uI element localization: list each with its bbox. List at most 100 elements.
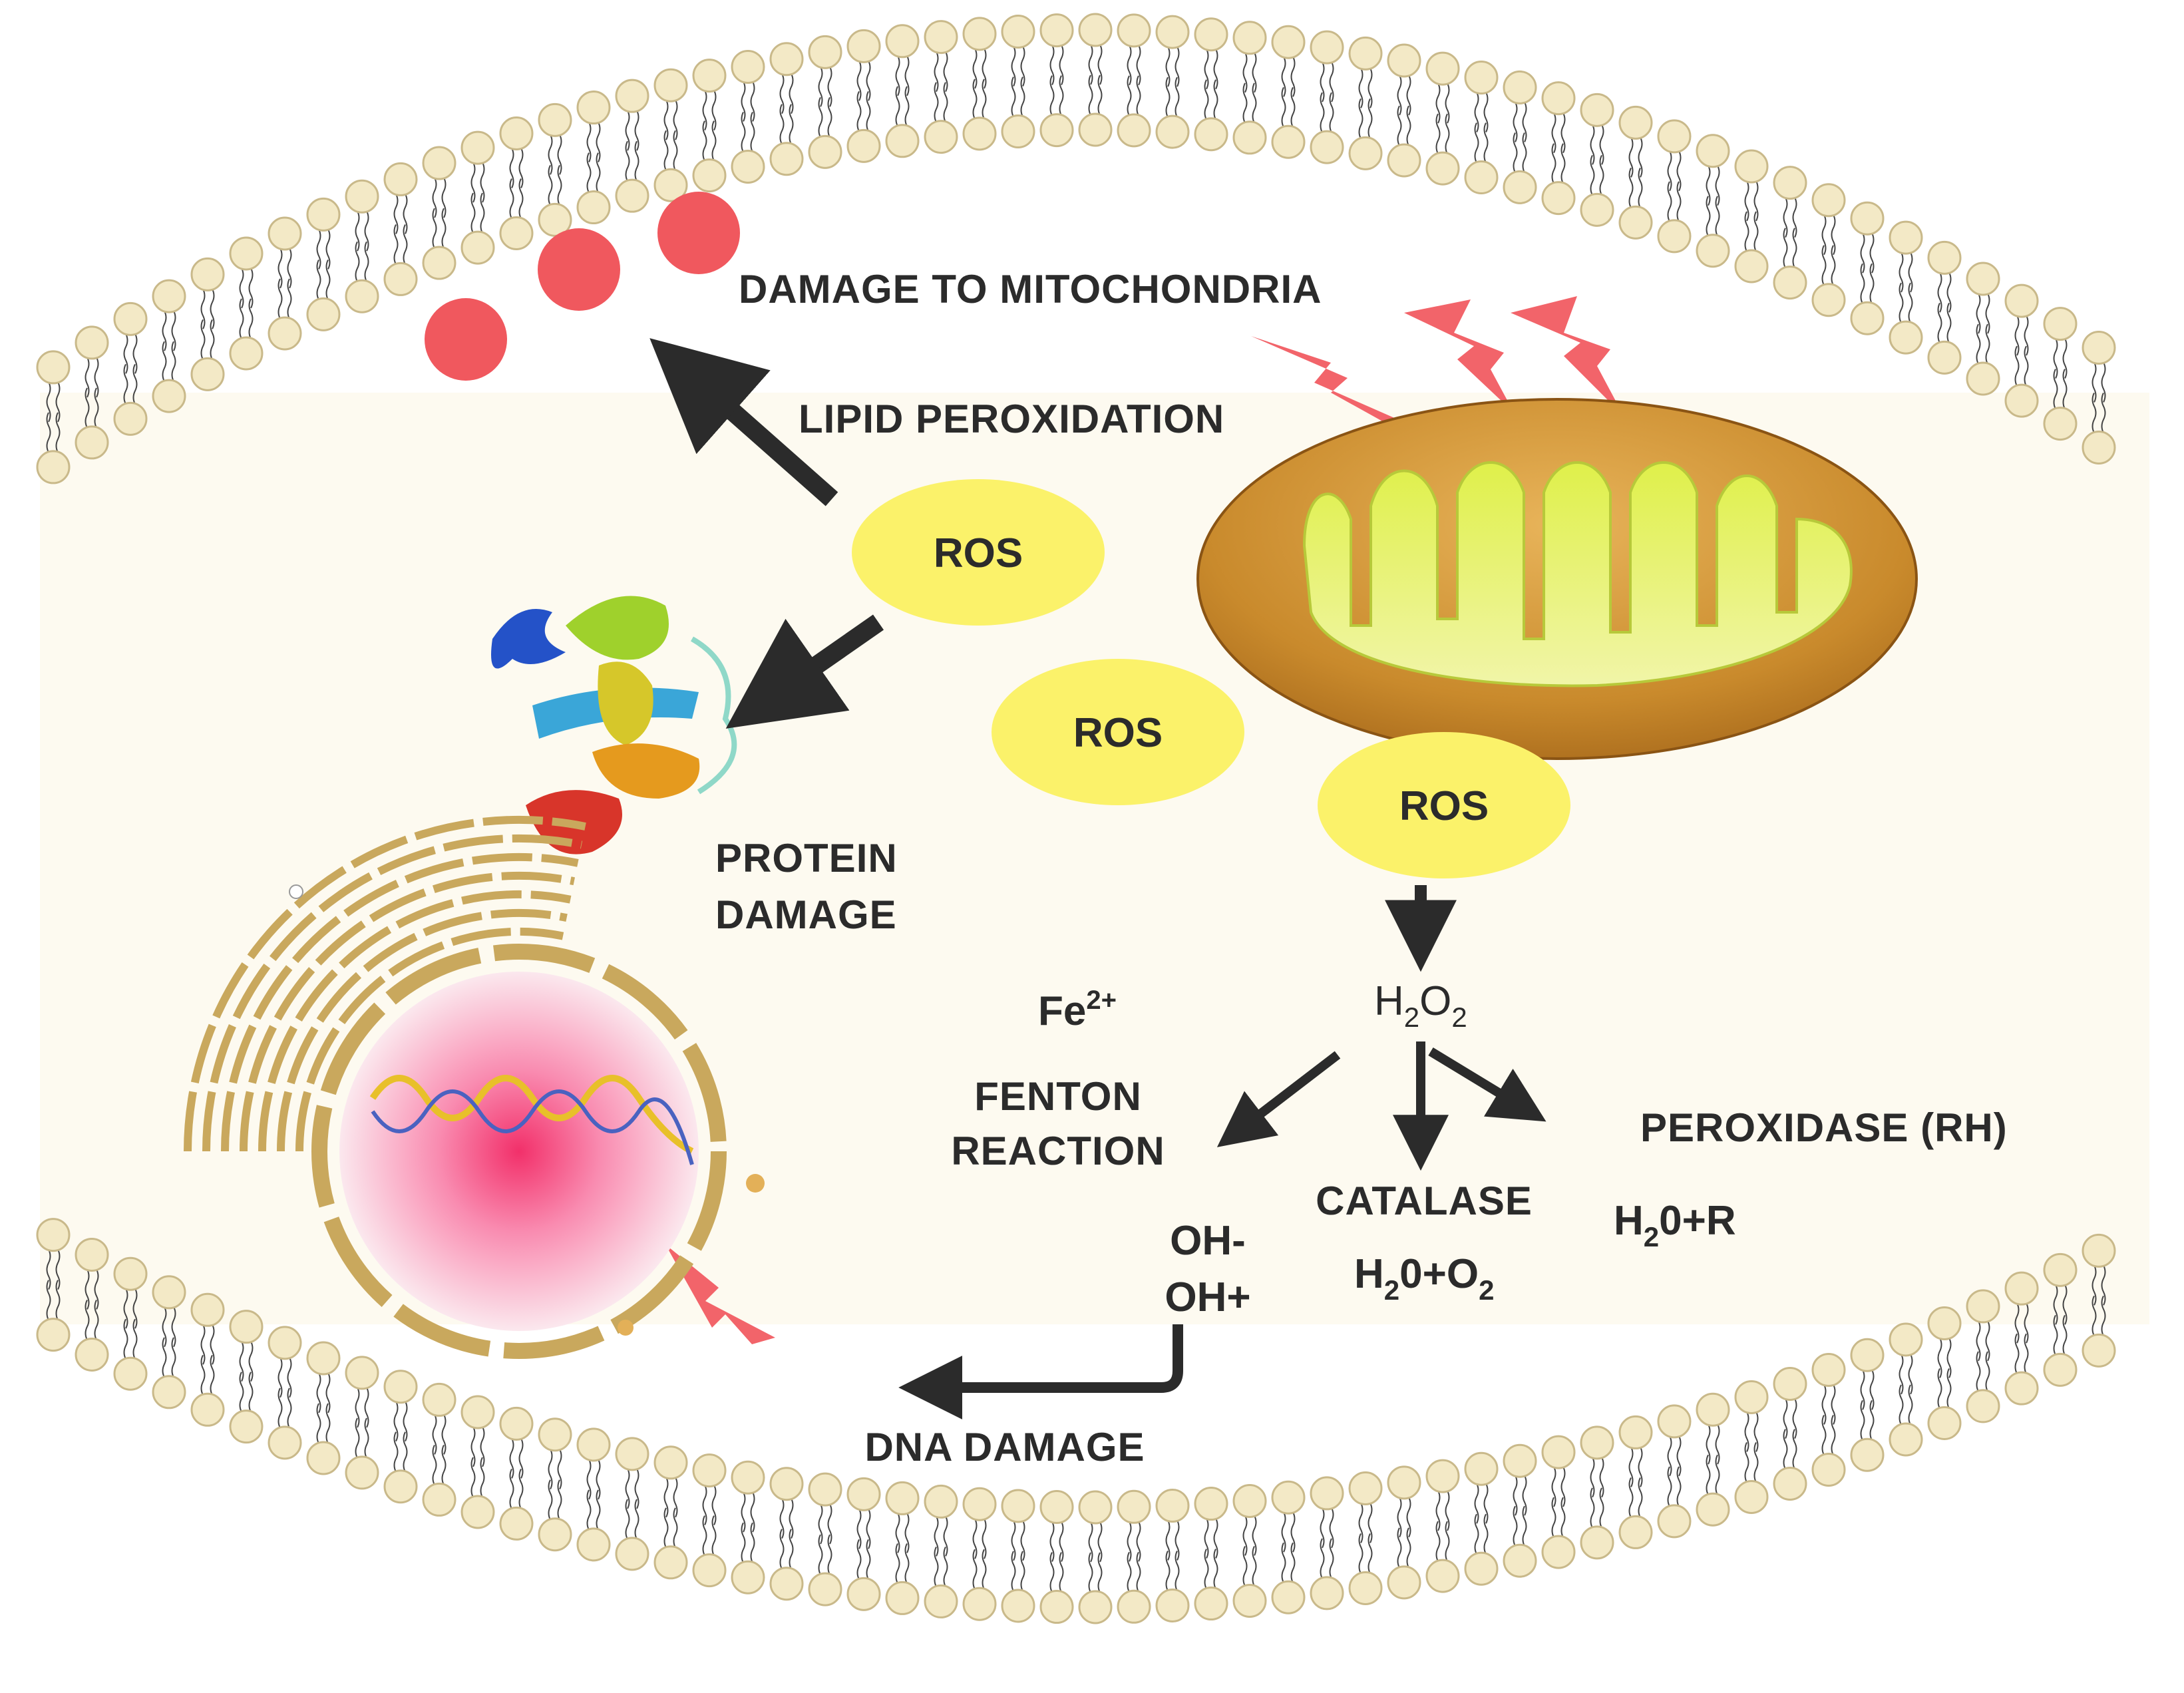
protein-helix-orange <box>592 743 700 799</box>
phospholipid-head <box>1580 1425 1614 1460</box>
lipid-tail <box>162 310 167 382</box>
lipid-tail <box>895 55 900 127</box>
arrow-h2o2-to-fenton <box>1216 1051 1341 1147</box>
phospholipid-head <box>1078 1590 1113 1624</box>
lipid-tail <box>1204 1518 1209 1589</box>
phospholipid-head <box>2004 1371 2039 1406</box>
phospholipid-head <box>576 1427 611 1462</box>
phospholipid-head <box>1657 119 1692 154</box>
dna-helix-strand <box>371 1089 694 1165</box>
lipid-tail <box>1358 1502 1364 1574</box>
phospholipid-head <box>36 1218 71 1252</box>
phospholipid-head <box>924 1584 958 1618</box>
lipid-tail <box>1676 150 1682 222</box>
lipid-tail <box>779 73 785 145</box>
lipid-tail <box>818 66 823 138</box>
dna-helix <box>369 1075 694 1155</box>
lipid-tail <box>1204 49 1209 120</box>
lipid-tail <box>789 73 794 145</box>
lipid-tail <box>132 333 138 405</box>
phospholipid-head <box>1425 1559 1460 1593</box>
phospholipid-head <box>2082 330 2116 365</box>
phospholipid-head <box>692 1453 727 1488</box>
phospholipid-head <box>1039 1590 1074 1624</box>
phospholipid-head <box>731 1460 765 1495</box>
lipid-tail <box>972 48 978 120</box>
lipid-tail <box>1097 44 1103 116</box>
lipid-tail <box>85 357 90 429</box>
phospholipid-head <box>1503 1443 1537 1478</box>
phospholipid-head <box>1001 1589 1035 1623</box>
label-protein-damage-line1: PROTEIN <box>715 836 898 880</box>
phospholipid-head <box>962 116 997 151</box>
protein-helix-yellow <box>598 661 653 745</box>
phospholipid-head <box>460 230 495 265</box>
phospholipid-head <box>1541 81 1576 116</box>
phospholipid-head <box>1503 70 1537 104</box>
phospholipid-head <box>1232 120 1267 155</box>
phospholipid-head <box>808 35 842 69</box>
lipid-tail <box>982 48 987 120</box>
lipid-tail <box>663 1477 669 1549</box>
lipid-tail <box>1136 45 1141 116</box>
lipid-tail <box>1908 252 1913 323</box>
lipid-tail <box>625 110 630 182</box>
phospholipid-head <box>422 246 456 280</box>
phospholipid-head <box>692 158 727 193</box>
lipid-tail <box>1049 1521 1055 1593</box>
lipid-tail <box>1281 56 1286 128</box>
lipid-tail <box>1320 1507 1325 1579</box>
lipid-tail <box>200 1324 206 1396</box>
lipid-tail <box>1628 1446 1634 1518</box>
label-dna-damage: DNA DAMAGE <box>864 1425 1145 1469</box>
phospholipid-head <box>1387 1465 1421 1500</box>
lipid-tail <box>856 1508 862 1580</box>
lipid-tail <box>1899 252 1904 323</box>
phospholipid-head <box>152 279 186 313</box>
lipid-tail <box>355 1387 360 1459</box>
label-peroxidase-product: H20+R <box>1614 1198 1736 1252</box>
lipid-tail <box>702 90 707 162</box>
lightning-bolt-icon <box>665 1244 775 1344</box>
phospholipid-head <box>1348 1571 1383 1605</box>
lipid-tail <box>1127 1521 1132 1593</box>
lipid-damage-spot <box>538 228 620 311</box>
lipid-tail <box>46 1249 51 1321</box>
lipid-peroxidation-spots <box>425 192 740 381</box>
phospholipid-head <box>538 202 572 237</box>
er-cisterna <box>184 815 586 1152</box>
lipid-tail <box>393 1401 399 1473</box>
phospholipid-head <box>1657 1404 1692 1439</box>
lipid-tail <box>1869 1369 1875 1441</box>
phospholipid-head <box>1232 1483 1267 1518</box>
mitochondrion <box>1196 398 1918 760</box>
lipid-tail <box>1560 1466 1566 1538</box>
phospholipid-head <box>1039 1490 1074 1525</box>
lipid-tail <box>1088 1521 1093 1593</box>
phospholipid-head <box>1155 114 1190 149</box>
oxidative-stress-bolts <box>665 296 1624 1344</box>
phospholipid-head <box>152 379 186 413</box>
lipid-tail <box>856 60 862 132</box>
lipid-tail <box>1406 1497 1411 1569</box>
phospholipid-head <box>692 1553 727 1588</box>
phospholipid-head <box>345 1356 379 1390</box>
lipid-tail <box>432 1413 437 1485</box>
phospholipid-head <box>190 1292 225 1327</box>
lipid-tail <box>1165 46 1171 118</box>
phospholipid-head <box>75 1337 109 1372</box>
ros-label: ROS <box>1399 783 1489 829</box>
lipid-tail <box>248 1341 254 1413</box>
phospholipid-head <box>345 1455 379 1490</box>
lipid-tail <box>1590 124 1595 196</box>
lipid-tail <box>509 148 514 219</box>
lipid-tail <box>1252 1515 1257 1587</box>
mitochondrion-cristae <box>1302 461 1853 687</box>
vesicle <box>289 884 303 899</box>
phospholipid-head <box>1503 170 1537 204</box>
nucleus <box>184 815 765 1359</box>
lipid-tail <box>277 248 283 319</box>
lipid-tail <box>1329 61 1334 133</box>
er-cisterna <box>258 890 572 1152</box>
